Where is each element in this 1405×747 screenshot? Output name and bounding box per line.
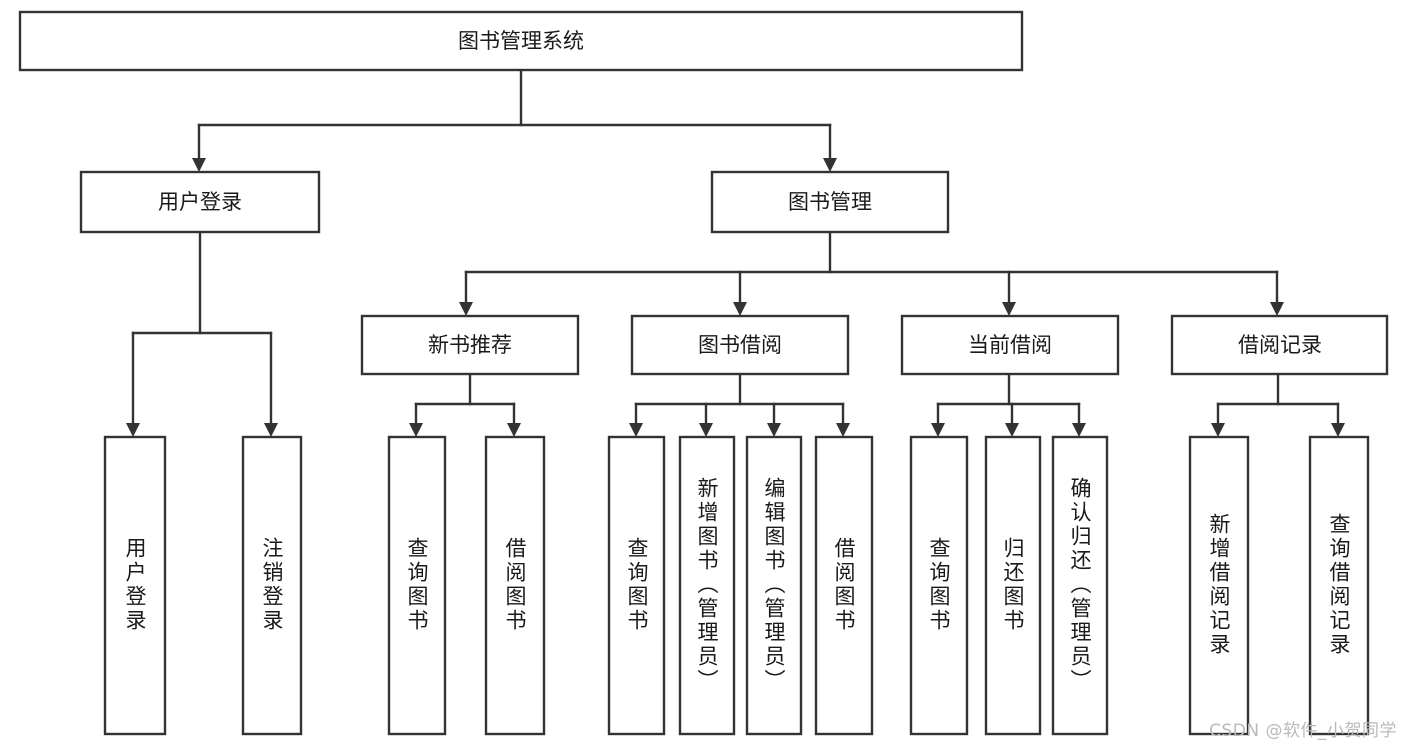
node-leaf-return-book[interactable]: 归还图书 — [984, 435, 1042, 736]
node-book-borrow-label: 图书借阅 — [698, 333, 782, 357]
node-leaf-query-book-1-box[interactable] — [387, 435, 447, 736]
node-leaf-add-record-label: 新增借阅记录 — [1207, 513, 1231, 657]
node-current-borrow-label: 当前借阅 — [968, 333, 1052, 357]
node-leaf-borrow-book-1-box[interactable] — [484, 435, 546, 736]
node-leaf-borrow-book-1[interactable]: 借阅图书 — [484, 435, 546, 736]
arrowhead-leaf-query-record — [1331, 423, 1345, 437]
arrowhead-leaf-user-login — [126, 423, 140, 437]
arrowhead-user-login — [192, 158, 206, 172]
node-leaf-return-book-box[interactable] — [984, 435, 1042, 736]
node-user-login-label: 用户登录 — [158, 190, 242, 214]
arrowhead-new-book-rec — [459, 302, 473, 316]
node-leaf-query-book-3-box[interactable] — [909, 435, 969, 736]
node-leaf-query-book-2[interactable]: 查询图书 — [607, 435, 666, 736]
node-borrow-record-label: 借阅记录 — [1238, 333, 1322, 357]
node-leaf-return-book-label: 归还图书 — [1001, 537, 1025, 633]
node-leaf-add-book-box[interactable] — [678, 435, 736, 736]
node-book-manage[interactable]: 图书管理 — [710, 170, 950, 234]
arrowhead-leaf-edit-book — [767, 423, 781, 437]
node-leaf-logout-box[interactable] — [241, 435, 303, 736]
node-new-book-rec-label: 新书推荐 — [428, 333, 512, 357]
csdn-watermark: CSDN @软件_小贺同学 — [1209, 721, 1397, 741]
node-leaf-borrow-book-2-label: 借阅图书 — [832, 537, 856, 633]
arrowhead-leaf-query-book-3 — [931, 423, 945, 437]
node-new-book-rec-box[interactable] — [360, 314, 580, 376]
node-leaf-borrow-book-2-box[interactable] — [814, 435, 874, 736]
arrowhead-leaf-query-book-2 — [629, 423, 643, 437]
node-book-borrow-box[interactable] — [630, 314, 850, 376]
arrowhead-leaf-add-book — [699, 423, 713, 437]
arrowhead-leaf-borrow-book-2 — [836, 423, 850, 437]
arrowhead-current-borrow — [1002, 302, 1016, 316]
node-leaf-confirm-return-box[interactable] — [1051, 435, 1109, 736]
node-leaf-edit-book-label: 编辑图书（管理员） — [762, 477, 786, 693]
node-leaf-query-book-1-label: 查询图书 — [405, 537, 429, 633]
node-leaf-borrow-book-1-label: 借阅图书 — [503, 537, 527, 633]
arrowhead-leaf-logout — [264, 423, 278, 437]
node-book-manage-label: 图书管理 — [788, 190, 872, 214]
node-leaf-query-book-1[interactable]: 查询图书 — [387, 435, 447, 736]
node-book-manage-box[interactable] — [710, 170, 950, 234]
node-leaf-add-book-label: 新增图书（管理员） — [695, 477, 719, 693]
node-leaf-query-record-label: 查询借阅记录 — [1327, 513, 1351, 657]
edge-layer — [126, 68, 1345, 437]
arrowhead-book-borrow — [733, 302, 747, 316]
node-leaf-confirm-return-label: 确认归还（管理员） — [1068, 477, 1092, 693]
node-user-login[interactable]: 用户登录 — [79, 170, 321, 234]
node-leaf-add-record-box[interactable] — [1188, 435, 1250, 736]
node-leaf-add-book[interactable]: 新增图书（管理员） — [678, 435, 736, 736]
node-borrow-record-box[interactable] — [1170, 314, 1389, 376]
node-book-borrow[interactable]: 图书借阅 — [630, 314, 850, 376]
node-leaf-edit-book[interactable]: 编辑图书（管理员） — [745, 435, 803, 736]
node-new-book-rec[interactable]: 新书推荐 — [360, 314, 580, 376]
node-leaf-query-book-3-label: 查询图书 — [927, 537, 951, 633]
node-leaf-query-record[interactable]: 查询借阅记录 — [1308, 435, 1370, 736]
node-leaf-borrow-book-2[interactable]: 借阅图书 — [814, 435, 874, 736]
node-current-borrow[interactable]: 当前借阅 — [900, 314, 1120, 376]
node-leaf-edit-book-box[interactable] — [745, 435, 803, 736]
arrowhead-book-manage — [823, 158, 837, 172]
node-current-borrow-box[interactable] — [900, 314, 1120, 376]
node-leaf-query-book-2-box[interactable] — [607, 435, 666, 736]
arrowhead-leaf-borrow-book-1 — [507, 423, 521, 437]
node-leaf-logout[interactable]: 注销登录 — [241, 435, 303, 736]
node-root-box[interactable] — [18, 10, 1024, 72]
node-borrow-record[interactable]: 借阅记录 — [1170, 314, 1389, 376]
node-leaf-user-login-box[interactable] — [103, 435, 167, 736]
node-user-login-box[interactable] — [79, 170, 321, 234]
node-leaf-logout-label: 注销登录 — [260, 537, 284, 633]
node-leaf-confirm-return[interactable]: 确认归还（管理员） — [1051, 435, 1109, 736]
node-root[interactable]: 图书管理系统 — [18, 10, 1024, 72]
arrowhead-leaf-query-book-1 — [409, 423, 423, 437]
node-leaf-query-book-2-label: 查询图书 — [625, 537, 649, 633]
arrowhead-borrow-record — [1270, 302, 1284, 316]
node-leaf-user-login-label: 用户登录 — [123, 537, 147, 633]
node-root-label: 图书管理系统 — [458, 29, 584, 53]
node-leaf-user-login[interactable]: 用户登录 — [103, 435, 167, 736]
node-leaf-add-record[interactable]: 新增借阅记录 — [1188, 435, 1250, 736]
arrowhead-leaf-add-record — [1211, 423, 1225, 437]
node-leaf-query-book-3[interactable]: 查询图书 — [909, 435, 969, 736]
node-leaf-query-record-box[interactable] — [1308, 435, 1370, 736]
arrowhead-leaf-confirm-return — [1072, 423, 1086, 437]
arrowhead-leaf-return-book — [1005, 423, 1019, 437]
